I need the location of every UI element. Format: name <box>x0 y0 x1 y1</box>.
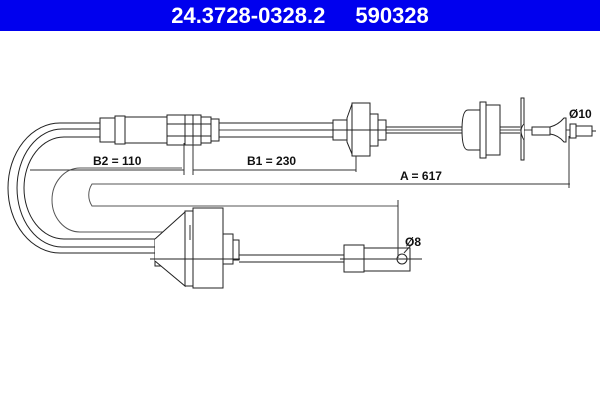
end-fitting-d8 <box>340 244 422 273</box>
rubber-boot <box>461 101 501 159</box>
dimension-b1: B1 = 230 <box>247 154 296 168</box>
dimension-a: A = 617 <box>400 169 442 183</box>
part-number: 24.3728-0328.2 <box>171 2 326 28</box>
dimension-b2: B2 = 110 <box>93 154 142 168</box>
end-fitting-d10 <box>531 117 596 143</box>
reference-number: 590328 <box>355 2 429 28</box>
adjuster-sleeve <box>99 114 220 146</box>
diameter-8: Ø8 <box>405 235 421 249</box>
dimension-lines <box>30 136 570 258</box>
dimension-return-lines <box>51 167 570 233</box>
title-bar: 24.3728-0328.2 590328 <box>0 0 600 31</box>
diameter-10: Ø10 <box>569 107 592 121</box>
lower-housing <box>150 207 240 289</box>
cable-technical-drawing: B2 = 110 B1 = 230 A = 617 Ø10 Ø8 <box>7 97 596 289</box>
upper-grommet <box>300 102 387 157</box>
cable-sheath <box>7 122 160 254</box>
